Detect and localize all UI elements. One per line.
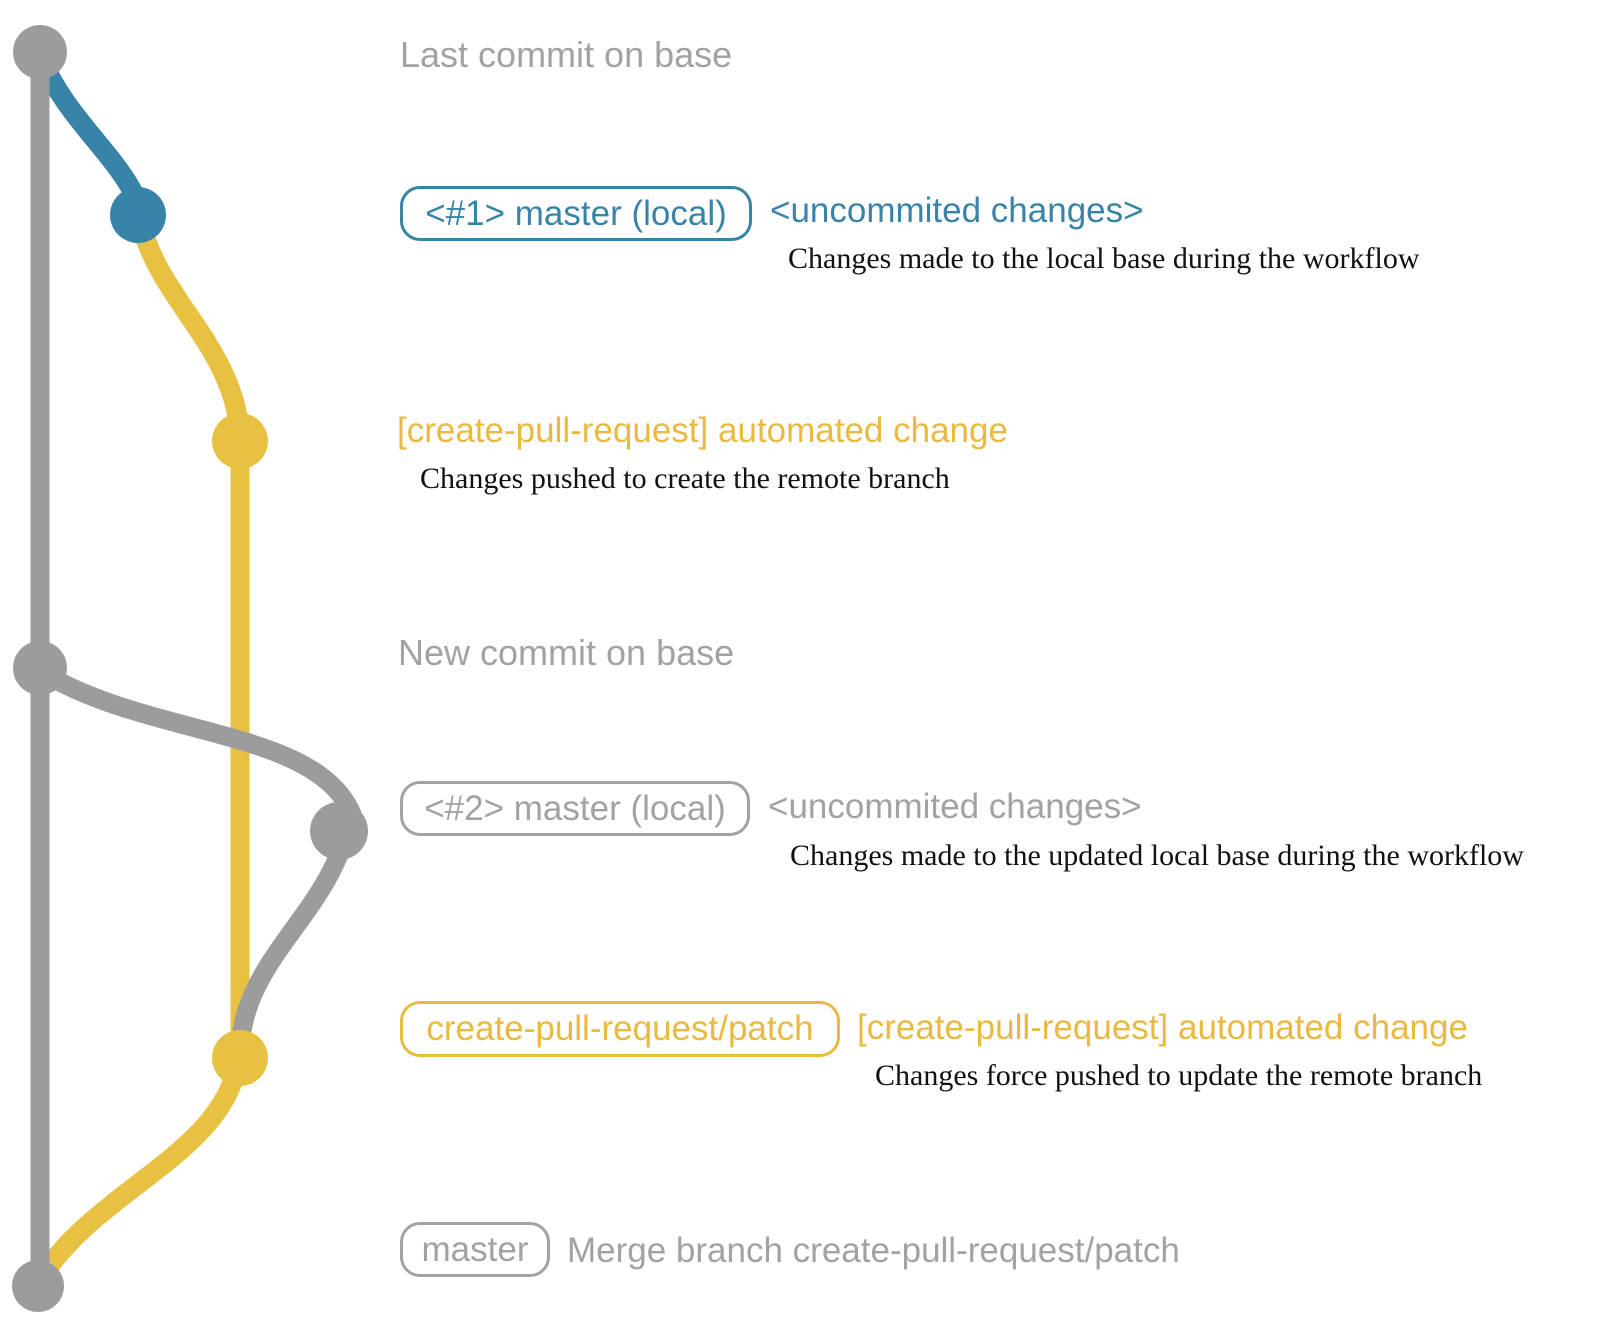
commit-dot-local-2 xyxy=(310,802,368,860)
local-branch-1-line xyxy=(30,46,146,208)
commit-message-local-1: <uncommited changes> xyxy=(770,191,1144,230)
commit-description-patch-1: Changes pushed to create the remote bran… xyxy=(420,462,950,495)
branch-badge-patch: create-pull-request/patch xyxy=(400,1001,840,1057)
caption-last-commit-on-base: Last commit on base xyxy=(400,34,733,75)
git-graph xyxy=(12,25,368,1312)
branch-badge-master: master xyxy=(400,1222,550,1277)
patch-branch-merge-line xyxy=(30,1052,248,1290)
commit-description-local-1: Changes made to the local base during th… xyxy=(788,242,1420,275)
commit-dot-merge xyxy=(12,1260,64,1312)
commit-dot-last-base xyxy=(13,25,67,79)
commit-message-local-2: <uncommited changes> xyxy=(768,787,1142,826)
caption-new-commit-on-base: New commit on base xyxy=(398,632,735,673)
commit-message-patch-1: [create-pull-request] automated change xyxy=(397,411,1008,450)
commit-description-local-2: Changes made to the updated local base d… xyxy=(790,839,1524,872)
commit-dot-local-1 xyxy=(110,187,166,243)
commit-message-merge: Merge branch create-pull-request/patch xyxy=(567,1231,1180,1270)
commit-dot-patch-2 xyxy=(212,1030,268,1086)
patch-branch-from-local-1-line xyxy=(130,210,250,446)
branch-badge-master-local-2: <#2> master (local) xyxy=(400,781,750,836)
commit-message-patch-2: [create-pull-request] automated change xyxy=(857,1008,1468,1047)
commit-dot-new-base xyxy=(13,641,67,695)
commit-dot-patch-1 xyxy=(212,413,268,469)
local-branch-2-out-line xyxy=(32,662,362,824)
commit-description-patch-2: Changes force pushed to update the remot… xyxy=(875,1059,1483,1092)
branch-badge-master-local-1: <#1> master (local) xyxy=(400,186,752,241)
